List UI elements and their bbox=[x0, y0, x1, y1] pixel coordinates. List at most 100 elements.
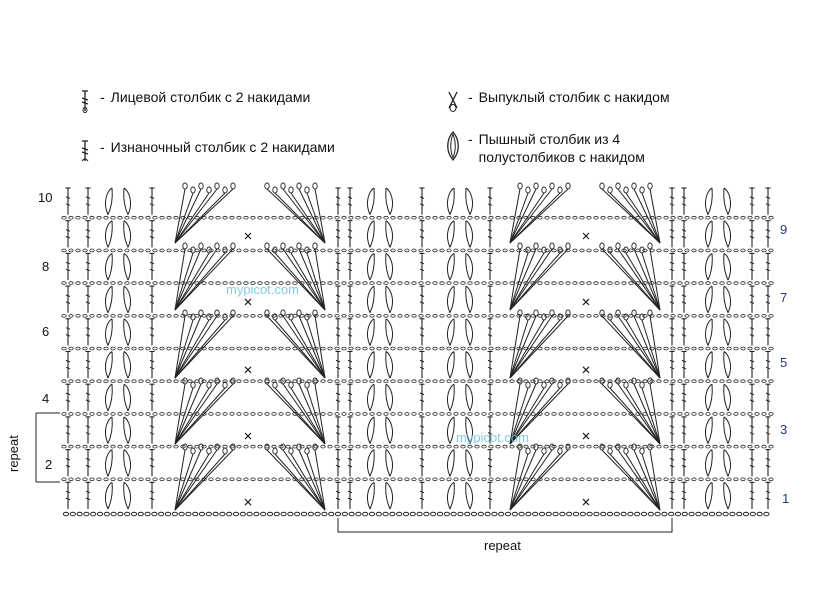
chain-stitch bbox=[321, 511, 328, 517]
chain-stitch bbox=[719, 281, 725, 285]
chain-stitch bbox=[467, 346, 473, 351]
raised-stitch bbox=[274, 252, 326, 311]
double-crochet-post bbox=[487, 334, 493, 337]
raised-stitch-top bbox=[525, 447, 531, 455]
chain-stitch bbox=[740, 379, 746, 384]
chain-stitch bbox=[418, 248, 424, 253]
chain-stitch bbox=[558, 215, 564, 220]
raised-stitch bbox=[509, 315, 521, 379]
chain-stitch bbox=[600, 511, 607, 517]
chain-stitch bbox=[250, 444, 256, 449]
raised-stitch-top bbox=[599, 443, 605, 451]
chain-stitch bbox=[726, 248, 732, 253]
chain-stitch bbox=[586, 379, 592, 384]
raised-stitch-top bbox=[190, 186, 196, 194]
raised-stitch bbox=[174, 453, 194, 511]
chain-stitch bbox=[474, 477, 480, 482]
chain-stitch bbox=[334, 215, 340, 220]
raised-stitch bbox=[174, 192, 194, 244]
double-crochet-post bbox=[85, 399, 91, 402]
chain-stitch bbox=[509, 477, 515, 482]
chain-stitch bbox=[509, 248, 515, 253]
chain-stitch bbox=[404, 412, 410, 416]
chain-stitch bbox=[436, 511, 444, 517]
chain-stitch bbox=[495, 248, 501, 253]
raised-stitch-top bbox=[296, 182, 302, 190]
raised-stitch-top bbox=[272, 313, 278, 321]
double-crochet-post bbox=[149, 432, 155, 435]
puff-stitch-icon bbox=[447, 131, 459, 161]
chain-stitch bbox=[75, 379, 81, 384]
chain-stitch bbox=[552, 511, 559, 517]
puff-stitch bbox=[705, 318, 713, 346]
chain-stitch bbox=[432, 313, 438, 318]
double-crochet-post bbox=[347, 229, 353, 232]
double-crochet-post bbox=[347, 366, 353, 370]
chain-stitch bbox=[614, 379, 620, 384]
chain-stitch bbox=[425, 248, 431, 253]
raised-stitch-top bbox=[206, 313, 212, 321]
chain-stitch bbox=[747, 281, 753, 285]
chain-stitch bbox=[544, 477, 550, 482]
chain-stitch bbox=[117, 215, 123, 220]
chain-stitch bbox=[376, 313, 382, 318]
chain-stitch bbox=[614, 281, 620, 285]
double-crochet-post bbox=[335, 497, 341, 501]
chain-stitch bbox=[509, 379, 515, 384]
chain-stitch bbox=[761, 379, 767, 384]
repeat-bracket-horizontal bbox=[337, 518, 673, 533]
chain-stitch bbox=[747, 477, 753, 482]
puff-stitch bbox=[369, 286, 375, 314]
raised-stitch bbox=[174, 315, 202, 379]
chain-stitch bbox=[75, 346, 81, 351]
puff-stitch bbox=[705, 187, 713, 215]
chain-stitch bbox=[222, 379, 228, 384]
double-crochet-post bbox=[65, 236, 71, 239]
chain-stitch bbox=[621, 412, 627, 416]
double-crochet-post bbox=[149, 301, 155, 304]
chain-stitch bbox=[334, 412, 340, 416]
chain-stitch bbox=[69, 511, 76, 517]
chain-stitch bbox=[299, 444, 305, 449]
chain-stitch bbox=[117, 313, 123, 318]
chain-stitch bbox=[397, 313, 403, 318]
raised-stitch-top bbox=[272, 246, 278, 254]
raised-stitch bbox=[306, 453, 326, 511]
chain-stitch bbox=[551, 346, 557, 351]
chain-stitch bbox=[390, 346, 396, 351]
raised-stitch bbox=[174, 192, 210, 244]
chain-stitch bbox=[754, 346, 760, 351]
chain-stitch bbox=[201, 444, 207, 449]
double-crochet-post bbox=[749, 366, 755, 370]
chain-stitch bbox=[488, 477, 494, 482]
chain-stitch bbox=[215, 412, 221, 416]
double-crochet-post bbox=[65, 294, 71, 297]
chain-stitch bbox=[432, 248, 438, 253]
puff-stitch bbox=[385, 253, 391, 281]
chain-stitch bbox=[768, 444, 774, 449]
raised-stitch-top bbox=[288, 186, 294, 194]
chain-stitch bbox=[131, 215, 137, 220]
chain-stitch bbox=[460, 215, 466, 220]
chain-stitch bbox=[327, 248, 333, 253]
chain-stitch bbox=[763, 511, 770, 517]
raised-stitch bbox=[633, 449, 661, 511]
chain-stitch bbox=[229, 379, 235, 384]
raised-stitch bbox=[509, 192, 545, 244]
chain-stitch bbox=[768, 346, 774, 351]
chain-stitch bbox=[68, 444, 74, 449]
chain-stitch bbox=[76, 511, 83, 517]
raised-stitch bbox=[174, 383, 234, 445]
chain-stitch bbox=[446, 477, 452, 482]
legend-text: Лицевой столбик с 2 накидами bbox=[110, 89, 311, 105]
raised-stitch-top bbox=[607, 313, 613, 321]
double-crochet-post bbox=[347, 425, 353, 428]
puff-stitch bbox=[449, 449, 455, 477]
chain-stitch bbox=[688, 511, 695, 517]
puff-stitch bbox=[447, 481, 455, 510]
double-crochet-post bbox=[149, 334, 155, 337]
chain-stitch bbox=[418, 215, 424, 220]
chain-stitch bbox=[171, 511, 178, 517]
chain-stitch bbox=[369, 248, 375, 253]
chain-stitch bbox=[439, 281, 445, 285]
